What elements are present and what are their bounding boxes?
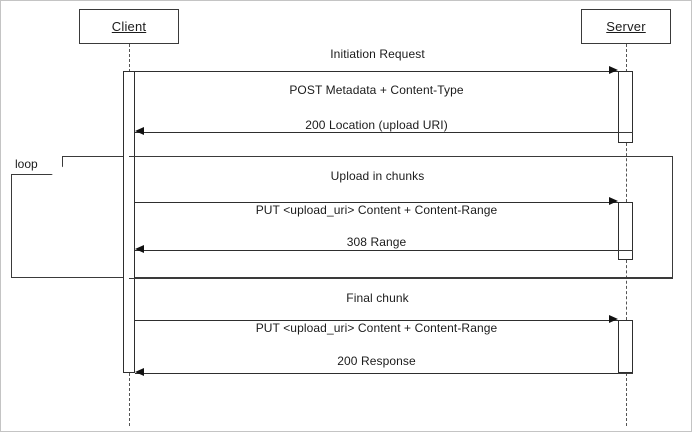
message-shaft-put-chunk — [135, 202, 618, 203]
message-shaft-200-location — [135, 132, 618, 133]
arrowhead-put-chunk — [609, 197, 618, 205]
section-divider-upload-top — [129, 156, 673, 157]
arrowhead-200-response — [135, 368, 144, 376]
section-close-initiation — [618, 132, 633, 133]
activation-server-initiation — [618, 71, 633, 143]
activation-server-chunk — [618, 202, 633, 260]
message-label-post-metadata: POST Metadata + Content-Type — [289, 83, 464, 97]
section-label-final-chunk: Final chunk — [346, 291, 409, 305]
message-shaft-200-response — [135, 373, 618, 374]
section-label-initiation: Initiation Request — [330, 47, 425, 61]
arrowhead-put-final — [609, 315, 618, 323]
arrowhead-200-location — [135, 127, 144, 135]
message-shaft-post-metadata — [135, 71, 618, 72]
participant-box-client[interactable]: Client — [79, 9, 179, 44]
message-label-put-chunk: PUT <upload_uri> Content + Content-Range — [255, 203, 498, 217]
lifeline-server-seg2 — [626, 143, 627, 202]
lifeline-server-seg4 — [626, 373, 627, 426]
message-label-200-location: 200 Location (upload URI) — [305, 118, 448, 132]
message-label-200-response: 200 Response — [337, 354, 416, 368]
section-divider-final-top — [129, 278, 673, 279]
section-close-upload — [618, 250, 633, 251]
lifeline-client-lower — [129, 373, 130, 426]
lifeline-server-seg3 — [626, 260, 627, 320]
message-label-put-final: PUT <upload_uri> Content + Content-Range — [255, 321, 498, 335]
participant-box-server[interactable]: Server — [581, 9, 671, 44]
lifeline-server-seg1 — [626, 44, 627, 72]
section-close-final — [618, 373, 633, 374]
loop-fragment-tag: loop — [11, 156, 63, 175]
activation-server-final — [618, 320, 633, 373]
participant-label-client: Client — [111, 19, 147, 34]
message-shaft-put-final — [135, 320, 618, 321]
lifeline-client-upper — [129, 44, 130, 72]
section-label-upload-chunks: Upload in chunks — [330, 169, 425, 183]
arrowhead-308-range — [135, 245, 144, 253]
participant-label-server: Server — [606, 19, 646, 34]
activation-client — [123, 71, 135, 373]
message-label-308-range: 308 Range — [346, 235, 407, 249]
message-shaft-308-range — [135, 250, 618, 251]
arrowhead-post-metadata — [609, 66, 618, 74]
